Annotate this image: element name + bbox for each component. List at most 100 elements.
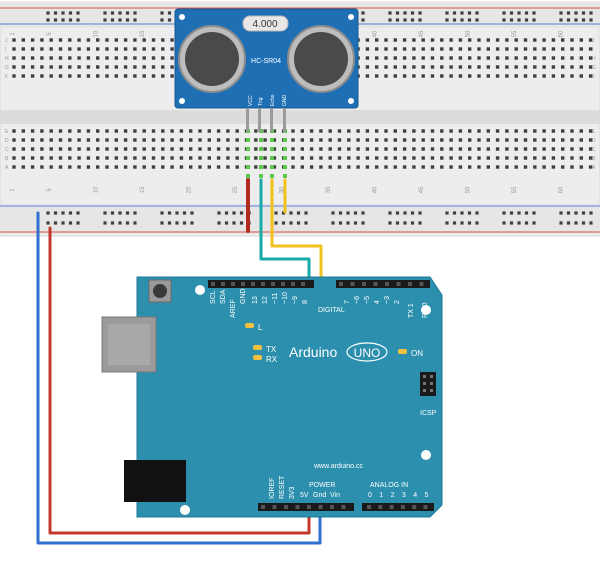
breadboard-hole[interactable] [393,138,397,142]
breadboard-hole[interactable] [68,74,72,78]
breadboard-hole[interactable] [375,147,379,151]
breadboard-hole[interactable] [505,156,509,160]
breadboard-hole[interactable] [430,47,435,51]
rail-hole[interactable] [103,18,107,22]
rail-hole[interactable] [509,11,514,15]
breadboard-hole[interactable] [393,147,397,151]
breadboard-hole[interactable] [198,138,202,142]
breadboard-hole[interactable] [40,129,44,133]
rail-hole[interactable] [125,11,130,15]
breadboard-hole[interactable] [309,156,314,160]
rail-hole[interactable] [452,211,457,215]
rail-hole[interactable] [289,221,293,225]
breadboard-hole[interactable] [30,38,35,42]
breadboard-hole[interactable] [495,47,500,51]
breadboard-hole[interactable] [198,129,202,133]
breadboard-hole[interactable] [226,165,230,169]
breadboard-hole[interactable] [21,156,25,160]
breadboard-hole[interactable] [68,156,72,160]
breadboard-hole[interactable] [68,138,72,142]
breadboard-hole[interactable] [309,138,314,142]
breadboard-hole[interactable] [189,138,193,142]
breadboard-hole[interactable] [68,38,72,42]
rail-hole[interactable] [517,11,521,15]
breadboard-hole[interactable] [272,129,277,133]
breadboard-hole[interactable] [505,56,509,60]
rail-hole[interactable] [445,211,449,215]
breadboard-hole[interactable] [30,156,35,160]
breadboard-hole[interactable] [161,65,165,69]
breadboard-hole[interactable] [300,138,304,142]
breadboard-hole[interactable] [412,47,416,51]
breadboard-hole[interactable] [170,74,174,78]
breadboard-hole[interactable] [96,65,100,69]
breadboard-hole[interactable] [68,165,72,169]
breadboard-hole[interactable] [486,65,490,69]
rail-hole[interactable] [118,18,122,22]
breadboard-hole[interactable] [570,74,574,78]
breadboard-hole[interactable] [40,74,44,78]
rail-hole[interactable] [239,211,244,215]
breadboard-hole[interactable] [12,38,16,42]
breadboard-hole[interactable] [588,56,593,60]
breadboard-hole[interactable] [477,129,481,133]
breadboard-hole[interactable] [505,129,509,133]
breadboard-hole[interactable] [458,156,463,160]
breadboard-hole[interactable] [495,56,500,60]
rail-hole[interactable] [418,18,422,22]
rail-hole[interactable] [403,11,407,15]
breadboard-hole[interactable] [588,165,593,169]
breadboard-hole[interactable] [570,38,574,42]
rail-hole[interactable] [160,221,164,225]
breadboard-hole[interactable] [477,65,481,69]
breadboard-hole[interactable] [588,138,593,142]
breadboard-hole[interactable] [133,156,137,160]
header-pin[interactable] [261,505,265,509]
breadboard-hole[interactable] [551,156,556,160]
rail-hole[interactable] [452,221,457,225]
breadboard-hole[interactable] [523,47,528,51]
rail-hole[interactable] [475,18,479,22]
rail-hole[interactable] [68,211,73,215]
breadboard-hole[interactable] [77,147,81,151]
rail-hole[interactable] [559,18,563,22]
breadboard-hole[interactable] [375,129,379,133]
breadboard-hole[interactable] [579,65,583,69]
breadboard-hole[interactable] [561,56,565,60]
rail-hole[interactable] [110,18,115,22]
breadboard-hole[interactable] [375,156,379,160]
breadboard-hole[interactable] [96,129,100,133]
breadboard-hole[interactable] [579,129,583,133]
breadboard-hole[interactable] [105,56,109,60]
rail-hole[interactable] [467,18,472,22]
breadboard-hole[interactable] [21,47,25,51]
rail-hole[interactable] [118,221,122,225]
breadboard-hole[interactable] [570,147,574,151]
breadboard-hole[interactable] [551,147,556,151]
rail-hole[interactable] [175,221,179,225]
breadboard-hole[interactable] [58,56,63,60]
breadboard-hole[interactable] [142,156,146,160]
rail-hole[interactable] [46,18,50,22]
breadboard-hole[interactable] [579,47,583,51]
breadboard-hole[interactable] [179,165,184,169]
breadboard-hole[interactable] [300,147,304,151]
breadboard-hole[interactable] [402,65,407,69]
breadboard-hole[interactable] [133,56,137,60]
breadboard-hole[interactable] [263,147,267,151]
header-pin[interactable] [385,282,389,286]
breadboard-hole[interactable] [393,56,397,60]
rail-hole[interactable] [110,11,115,15]
breadboard-hole[interactable] [226,129,230,133]
breadboard-hole[interactable] [551,138,556,142]
breadboard-hole[interactable] [49,165,53,169]
breadboard-hole[interactable] [151,56,156,60]
rail-hole[interactable] [445,221,449,225]
breadboard-hole[interactable] [561,138,565,142]
rail-hole[interactable] [53,18,58,22]
breadboard-hole[interactable] [226,147,230,151]
breadboard-hole[interactable] [468,56,472,60]
breadboard-hole[interactable] [77,165,81,169]
breadboard-hole[interactable] [105,47,109,51]
rail-hole[interactable] [133,11,137,15]
